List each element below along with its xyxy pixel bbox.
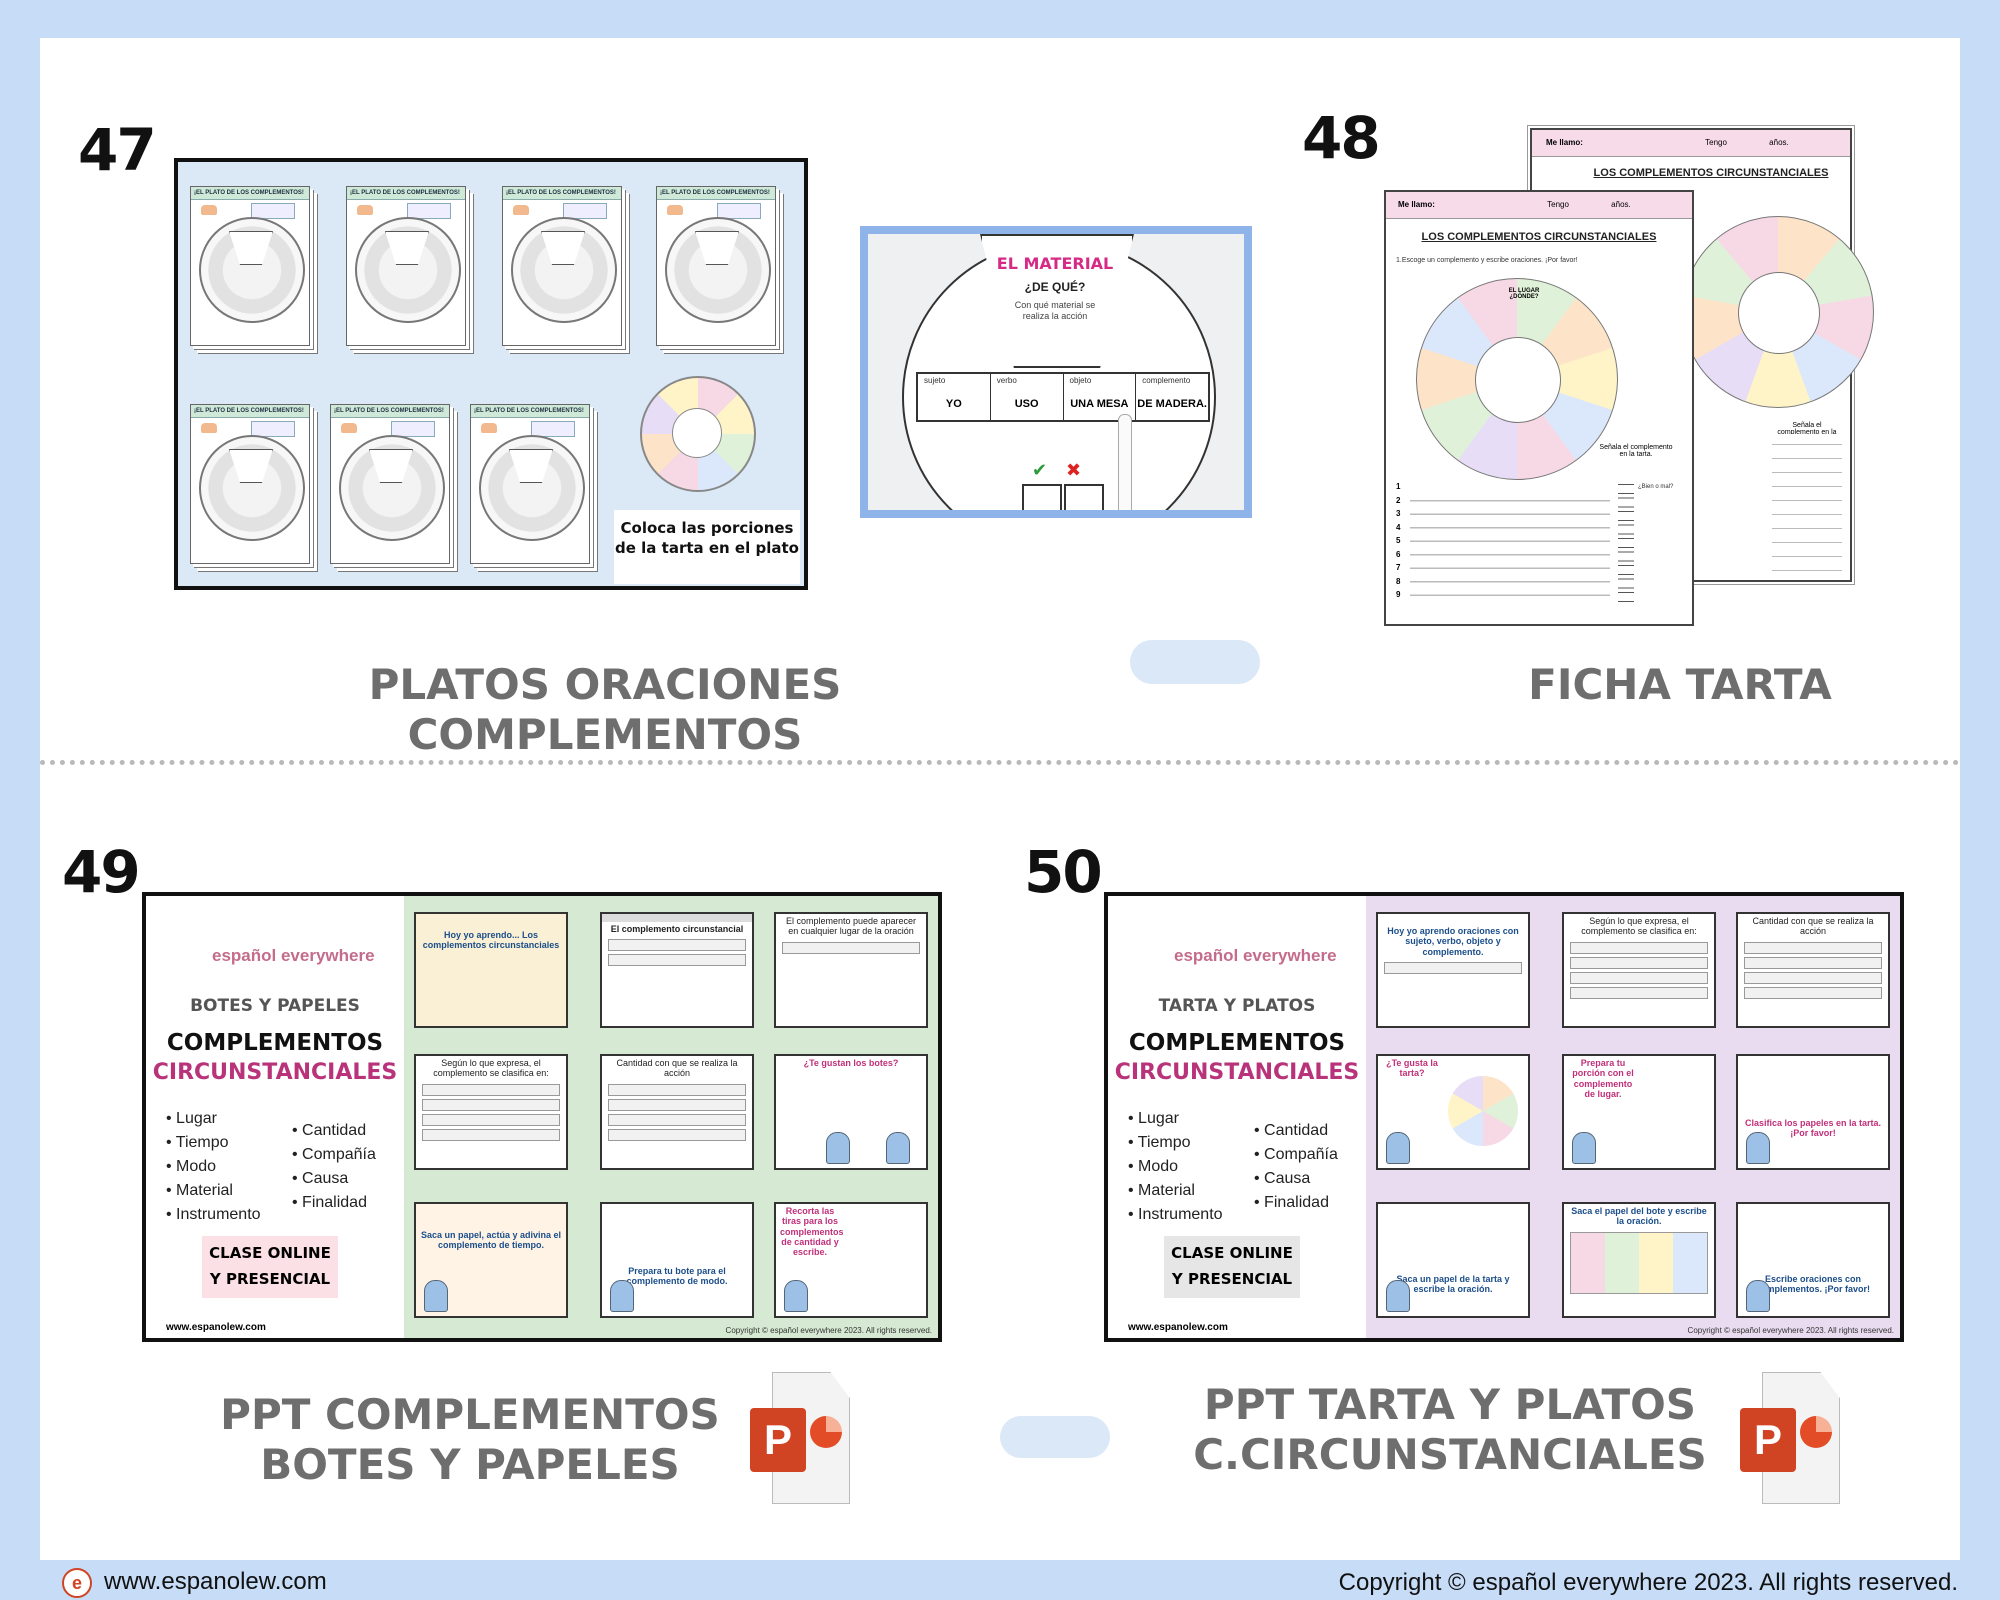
worksheet-thumb: ¡EL PLATO DE LOS COMPLEMENTOS! [330, 404, 450, 564]
powerpoint-icon: P [750, 1372, 850, 1504]
cloud-decoration [1000, 1416, 1110, 1458]
item-48-caption: FICHA TARTA [1528, 660, 1832, 709]
strip-cell-verb: verbo USO [991, 374, 1064, 420]
cross-icon: ✖ [1066, 460, 1082, 480]
check-box [1064, 484, 1104, 510]
worksheet-thumb: ¡EL PLATO DE LOS COMPLEMENTOS! [502, 186, 622, 346]
footer-logo-icon: e [62, 1568, 92, 1598]
item-number-50: 50 [1024, 838, 1103, 906]
sentence-strip: sujeto YO verbo USO objeto UNA MESA comp… [916, 372, 1210, 422]
item-49-caption: PPT COMPLEMENTOS BOTES Y PAPELES [220, 1390, 720, 1490]
material-question: ¿DE QUÉ? [1024, 280, 1086, 294]
complement-wheel [1416, 278, 1618, 480]
strip-cell-object: objeto UNA MESA [1064, 374, 1137, 420]
worksheet-thumb: ¡EL PLATO DE LOS COMPLEMENTOS! [190, 404, 310, 564]
worksheet-thumb: ¡EL PLATO DE LOS COMPLEMENTOS! [656, 186, 776, 346]
item-47-caption: PLATOS ORACIONES COMPLEMENTOS [368, 660, 842, 760]
strip-cell-complement: complemento DE MADERA. [1137, 376, 1207, 410]
powerpoint-icon: P [1740, 1372, 1840, 1504]
cover-slide: español everywhere BOTES Y PAPELES COMPL… [146, 896, 404, 1338]
section-divider [40, 760, 1960, 765]
material-description: Con qué material se realiza la acción [1014, 300, 1096, 321]
worksheet-title: LOS COMPLEMENTOS CIRCUNSTANCIALES [1421, 231, 1657, 243]
worksheet-front: Me llamo: Tengo años. LOS COMPLEMENTOS C… [1384, 190, 1694, 626]
worksheet-thumb: ¡EL PLATO DE LOS COMPLEMENTOS! [346, 186, 466, 346]
item-number-49: 49 [62, 838, 141, 906]
item-47-preview: ¡EL PLATO DE LOS COMPLEMENTOS! ¡EL PLATO… [174, 158, 808, 590]
answer-lines: 1 2 3 4 5 6 7 8 9 ¿Bien o mal? [1396, 480, 1682, 606]
cloud-decoration [1130, 640, 1260, 684]
check-box [1022, 484, 1062, 510]
pie-slice-closeup: EL MATERIAL ¿DE QUÉ? Con qué material se… [860, 226, 1252, 518]
check-icon: ✔ [1032, 460, 1048, 480]
marker-pen [1118, 414, 1132, 510]
worksheet-thumb: ¡EL PLATO DE LOS COMPLEMENTOS! [190, 186, 310, 346]
strip-cell-subject: sujeto YO [918, 374, 991, 420]
footer-copyright: Copyright © español everywhere 2023. All… [1338, 1569, 1958, 1596]
slides-grid: Hoy yo aprendo oraciones con sujeto, ver… [1366, 896, 1900, 1338]
item-50-preview: español everywhere TARTA Y PLATOS COMPLE… [1104, 892, 1904, 1342]
cover-slide: español everywhere TARTA Y PLATOS COMPLE… [1108, 896, 1366, 1338]
item-number-47: 47 [78, 116, 157, 184]
item-50-caption: PPT TARTA Y PLATOS C.CIRCUNSTANCIALES [1193, 1380, 1707, 1480]
item-49-preview: español everywhere BOTES Y PAPELES COMPL… [142, 892, 942, 1342]
material-title: EL MATERIAL [996, 254, 1114, 273]
footer-website[interactable]: www.espanolew.com [104, 1568, 327, 1595]
plate-instruction: Coloca las porciones de la tarta en el p… [614, 510, 800, 584]
slides-grid: Hoy yo aprendo... Los complementos circu… [404, 896, 938, 1338]
item-number-48: 48 [1302, 104, 1381, 172]
worksheet-thumb: ¡EL PLATO DE LOS COMPLEMENTOS! [470, 404, 590, 564]
pie-wheel [640, 376, 756, 492]
worksheet-instruction: 1.Escoge un complemento y escribe oracio… [1396, 257, 1578, 264]
